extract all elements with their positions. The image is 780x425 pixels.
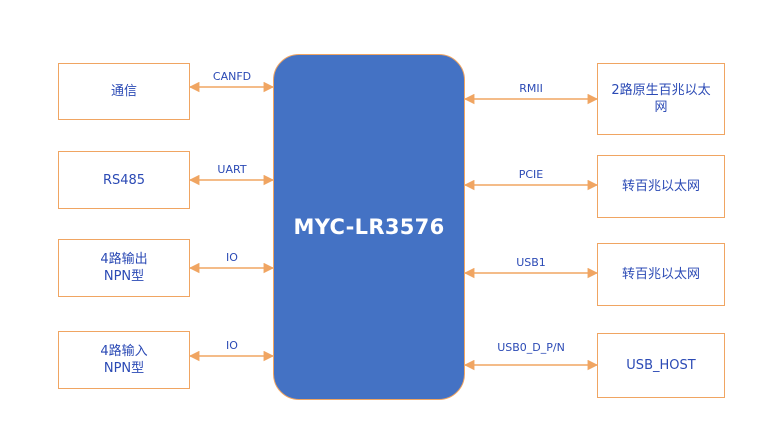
right-box-ethernet-pcie: 转百兆以太网 — [597, 155, 725, 218]
connector-label-io-output: IO — [226, 251, 238, 264]
left-box-output: 4路输出 NPN型 — [58, 239, 190, 297]
left-box-input-line2: NPN型 — [103, 361, 145, 376]
connector-label-pcie: PCIE — [518, 168, 544, 181]
connector-label-uart: UART — [217, 163, 247, 176]
left-box-communication: 通信 — [58, 63, 190, 120]
connector-label-canfd: CANFD — [212, 70, 252, 83]
connector-label-usb1: USB1 — [516, 256, 546, 269]
left-box-output-line2: NPN型 — [103, 269, 145, 284]
core-module-label: MYC-LR3576 — [293, 215, 445, 239]
left-box-rs485: RS485 — [58, 151, 190, 209]
left-box-rs485-line1: RS485 — [102, 172, 146, 188]
right-box-ethernet-native-line1: 2路原生百兆以太 — [611, 83, 711, 98]
right-box-ethernet-pcie-line1: 转百兆以太网 — [621, 179, 700, 194]
connector-label-io-input: IO — [226, 339, 238, 352]
left-box-output-line1: 4路输出 — [100, 252, 148, 267]
right-box-ethernet-usb-line1: 转百兆以太网 — [621, 267, 700, 282]
right-box-ethernet-native-line2: 网 — [654, 100, 668, 115]
right-box-usb-host: USB_HOST — [597, 333, 725, 398]
right-box-ethernet-native: 2路原生百兆以太 网 — [597, 63, 725, 135]
right-box-usb-host-line1: USB_HOST — [626, 358, 696, 373]
left-box-input: 4路输入 NPN型 — [58, 331, 190, 389]
core-module: MYC-LR3576 — [273, 54, 465, 400]
left-box-communication-line1: 通信 — [110, 84, 137, 99]
left-box-input-line1: 4路输入 — [100, 344, 148, 359]
right-box-ethernet-usb: 转百兆以太网 — [597, 243, 725, 306]
connector-label-rmii: RMII — [519, 82, 543, 95]
connector-label-usb0: USB0_D_P/N — [497, 341, 565, 354]
